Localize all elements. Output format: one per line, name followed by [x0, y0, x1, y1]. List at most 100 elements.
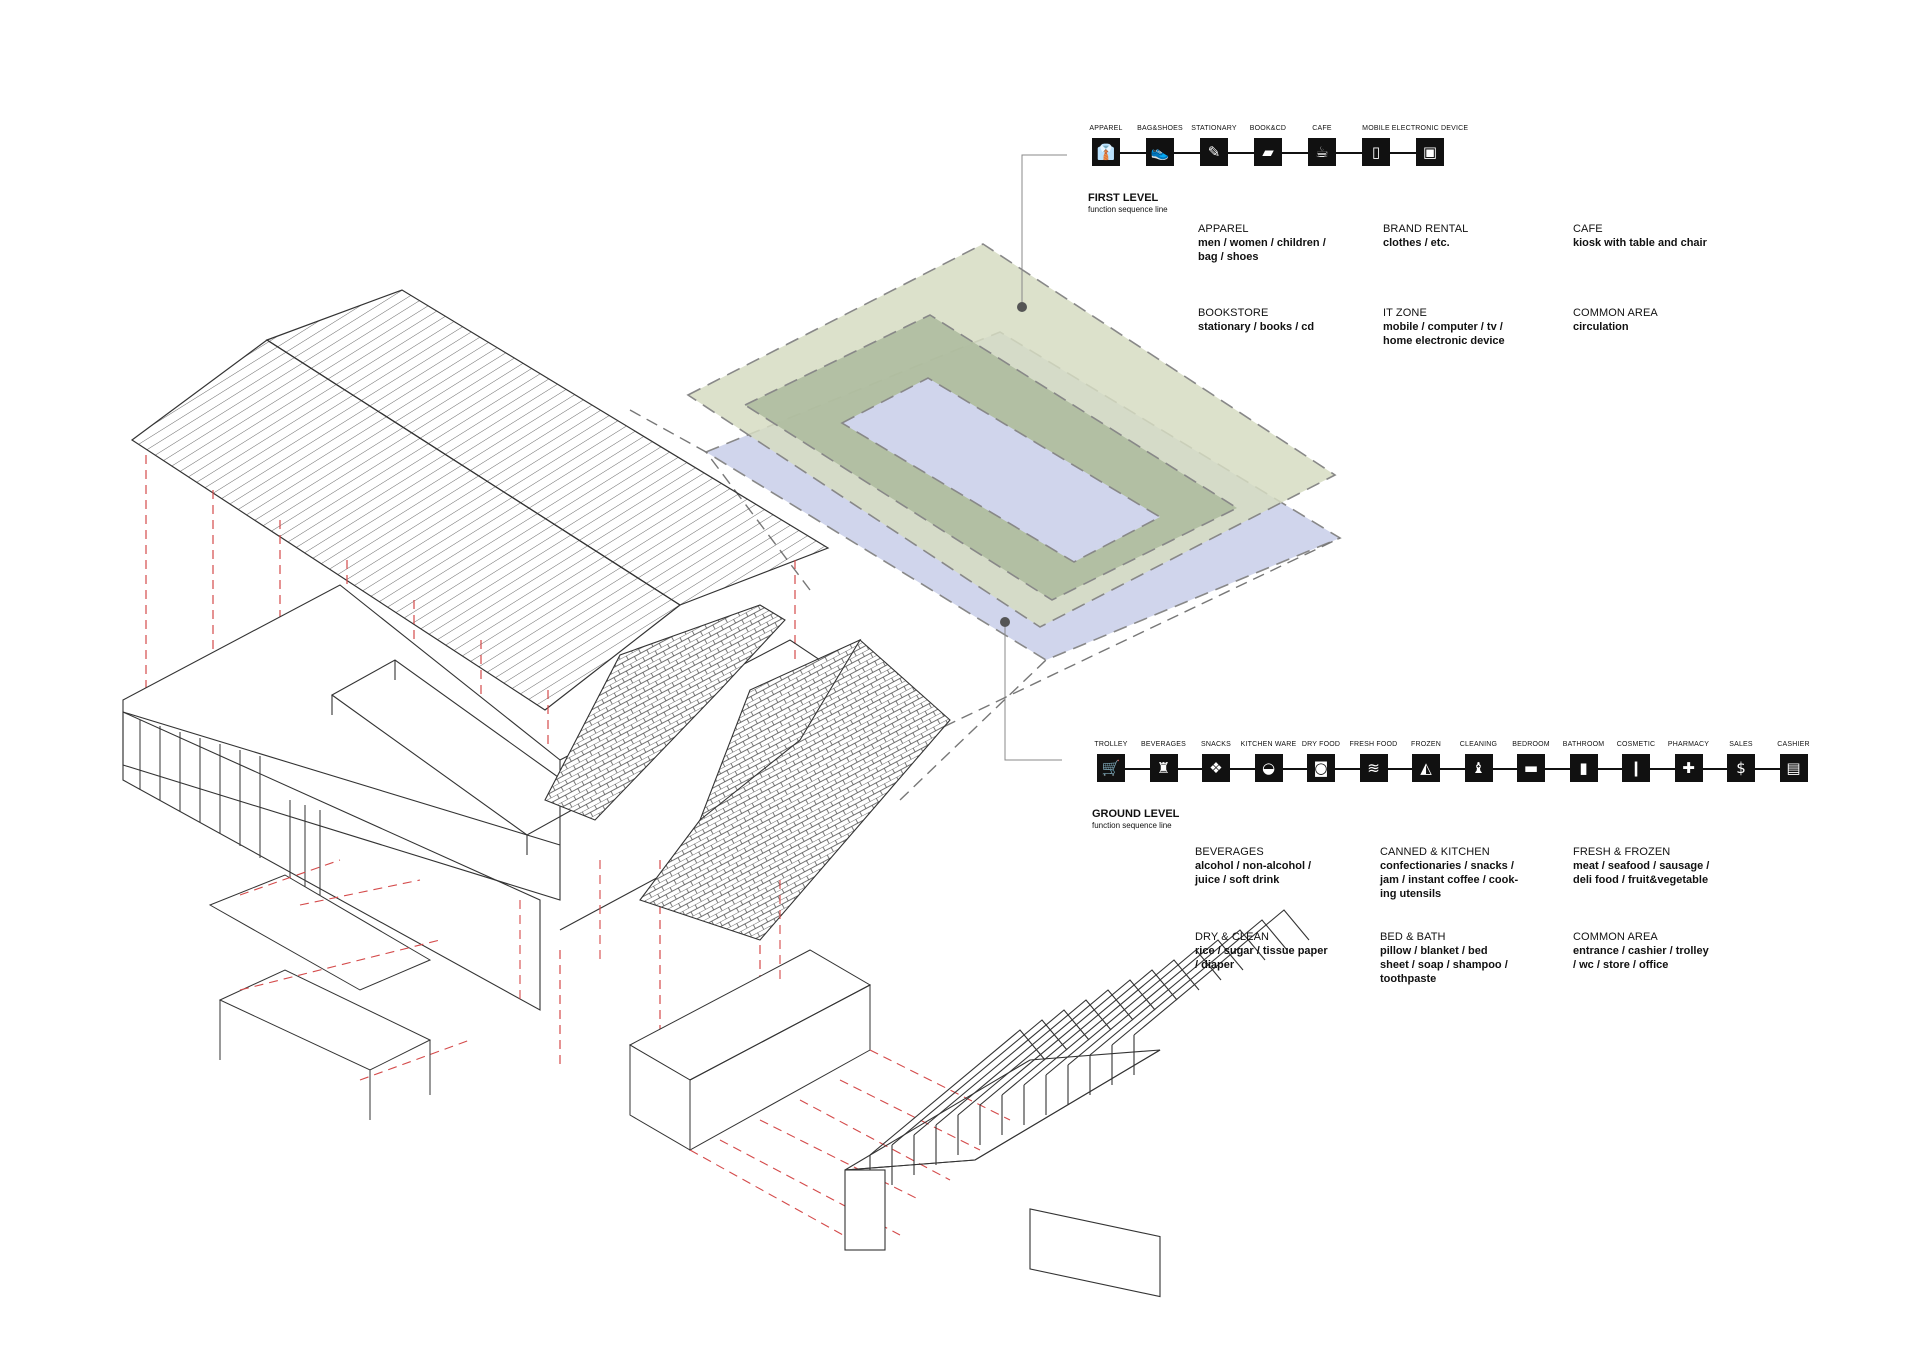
sequence-item-label: BOOK&CD — [1249, 125, 1287, 132]
sequence-item-label: SALES — [1729, 741, 1753, 748]
ground-level-subtitle: function sequence line — [1092, 821, 1172, 830]
zone-beverages: BEVERAGES alcohol / non-alcohol / juice … — [1195, 845, 1385, 887]
zone-body-line: stationary / books / cd — [1198, 321, 1315, 333]
zone-body-line: entrance / cashier / trolley — [1573, 945, 1709, 957]
first-level-marker — [1017, 302, 1027, 312]
canopy-rib — [1111, 919, 1288, 1046]
trolley-icon: 🛒 — [1097, 754, 1125, 782]
building-body — [122, 584, 821, 1011]
zone-body-line: ing utensils — [1380, 888, 1442, 900]
sequence-item: FRESH FOOD≋ — [1348, 738, 1400, 782]
ground-level-title: GROUND LEVEL — [1092, 808, 1180, 820]
sequence-item-label: DRY FOOD — [1301, 741, 1341, 748]
sequence-item-label: TROLLEY — [1094, 741, 1128, 748]
zone-common-area: COMMON AREA circulation — [1573, 306, 1763, 334]
timber-canopy — [844, 909, 1310, 1298]
cash-register-icon: ▤ — [1779, 754, 1808, 782]
sequence-item: ELECTRONIC DEVICE ▣ — [1392, 122, 1468, 166]
zone-brand-rental: BRAND RENTAL clothes / etc. — [1383, 222, 1573, 250]
tiled-roof-volumes — [544, 604, 951, 941]
sequence-item: CLEANING ♝ — [1453, 738, 1505, 782]
zone-body-line: meat / seafood / sausage / — [1573, 860, 1710, 872]
sequence-item-label: CAFE — [1312, 125, 1332, 132]
pillow-icon: ▬ — [1517, 754, 1545, 782]
zone-body-line: circulation — [1573, 321, 1629, 333]
zone-body-line: rice / sugar / tissue paper — [1195, 945, 1328, 957]
sequence-item: FROZEN ◭ — [1400, 738, 1452, 782]
pen-icon: ✎ — [1200, 138, 1228, 166]
snacks-icon: ❖ — [1202, 754, 1230, 782]
sequence-item: BATHROOM▮ — [1558, 738, 1610, 782]
zone-body-line: pillow / blanket / bed — [1380, 945, 1488, 957]
sequence-item-label: PHARMACY — [1667, 741, 1710, 748]
sequence-item-label: BEVERAGES — [1141, 741, 1186, 748]
sequence-item: KITCHEN WARE◒ — [1241, 738, 1296, 782]
sequence-item-label: KITCHEN WARE — [1240, 741, 1297, 748]
canopy-rib — [1133, 909, 1310, 1036]
ground-level-marker — [1000, 617, 1010, 627]
zone-heading: APPAREL — [1198, 223, 1249, 235]
cheese-icon: ◭ — [1412, 754, 1440, 782]
sequence-item-label: ELECTRONIC DEVICE — [1391, 125, 1469, 132]
shoe-icon: 👟 — [1146, 138, 1174, 166]
sequence-item-label: SNACKS — [1201, 741, 1231, 748]
left-pavilion-projection-lines — [239, 859, 471, 1081]
sequence-item-label: CASHIER — [1777, 741, 1810, 748]
sequence-item: BOOK&CD ▰ — [1242, 122, 1294, 166]
sequence-item-label: COSMETIC — [1616, 741, 1656, 748]
sequence-item: TROLLEY 🛒 — [1085, 738, 1137, 782]
first-level-subtitle: function sequence line — [1088, 205, 1168, 214]
sequence-item-label: CLEANING — [1459, 741, 1498, 748]
zone-body-line: confectionaries / snacks / — [1380, 860, 1514, 872]
zone-bookstore: BOOKSTORE stationary / books / cd — [1198, 306, 1388, 334]
zone-heading: COMMON AREA — [1573, 307, 1658, 319]
zone-heading: COMMON AREA — [1573, 931, 1658, 943]
zone-cafe: CAFE kiosk with table and chair — [1573, 222, 1763, 250]
zone-body-line: toothpaste — [1380, 973, 1437, 985]
zone-body-line: deli food / fruit&vegetable — [1573, 874, 1709, 886]
first-level-title: FIRST LEVEL — [1088, 192, 1159, 204]
dollar-icon: $ — [1727, 754, 1755, 782]
zone-body-line: alcohol / non-alcohol / — [1195, 860, 1312, 872]
fish-icon: ≋ — [1359, 754, 1388, 782]
building-projection-lines — [519, 860, 781, 1000]
television-icon: ▣ — [1416, 138, 1444, 166]
zone-heading: BOOKSTORE — [1198, 307, 1269, 319]
zone-heading: IT ZONE — [1383, 307, 1427, 319]
zone-heading: BRAND RENTAL — [1383, 223, 1469, 235]
coffee-cup-icon: ☕ — [1308, 138, 1336, 166]
zone-heading: DRY & CLEAN — [1195, 931, 1270, 943]
shampoo-bottle-icon: ▮ — [1569, 754, 1598, 782]
sequence-item: BEVERAGES♜ — [1138, 738, 1190, 782]
zone-heading: CANNED & KITCHEN — [1380, 846, 1490, 858]
zone-heading: CAFE — [1573, 223, 1603, 235]
pill-icon: ✚ — [1674, 754, 1703, 782]
zone-bed-bath: BED & BATH pillow / blanket / bed sheet … — [1380, 930, 1570, 986]
spray-bottle-icon: ♝ — [1464, 754, 1493, 782]
sequence-item: CAFE ☕ — [1296, 122, 1348, 166]
zone-fresh-frozen: FRESH & FROZEN meat / seafood / sausage … — [1573, 845, 1763, 887]
zone-common-area-ground: COMMON AREA entrance / cashier / trolley… — [1573, 930, 1763, 972]
zone-body-line: / diaper — [1195, 959, 1235, 971]
lipstick-icon: ❙ — [1622, 754, 1650, 782]
sequence-item-label: FROZEN — [1411, 741, 1441, 748]
zone-body-line: kiosk with table and chair — [1573, 237, 1707, 249]
zone-body-line: clothes / etc. — [1383, 237, 1450, 249]
sequence-item: DRY FOOD◙ — [1295, 738, 1347, 782]
sequence-item: SALES $ — [1715, 738, 1767, 782]
sequence-item: APPAREL👔 — [1080, 122, 1132, 166]
zone-body-line: men / women / children / — [1198, 237, 1326, 249]
left-lower-pavilion — [208, 874, 432, 1120]
mobile-phone-icon: ▯ — [1362, 138, 1390, 166]
sequence-item-label: BEDROOM — [1512, 741, 1550, 748]
canopy-rib — [1089, 929, 1266, 1056]
zone-heading: FRESH & FROZEN — [1573, 846, 1671, 858]
book-icon: ▰ — [1254, 138, 1282, 166]
zone-dry-clean: DRY & CLEAN rice / sugar / tissue paper … — [1195, 930, 1385, 972]
zone-it: IT ZONE mobile / computer / tv / home el… — [1383, 306, 1573, 348]
first-level-sequence-line: APPAREL👔BAG&SHOES👟STATIONARY✎BOOK&CD▰CAF… — [1080, 122, 1468, 182]
sequence-item-label: MOBILE — [1362, 125, 1390, 132]
central-lower-pavilion — [628, 949, 872, 1151]
zone-body-line: jam / instant coffee / cook- — [1380, 874, 1519, 886]
